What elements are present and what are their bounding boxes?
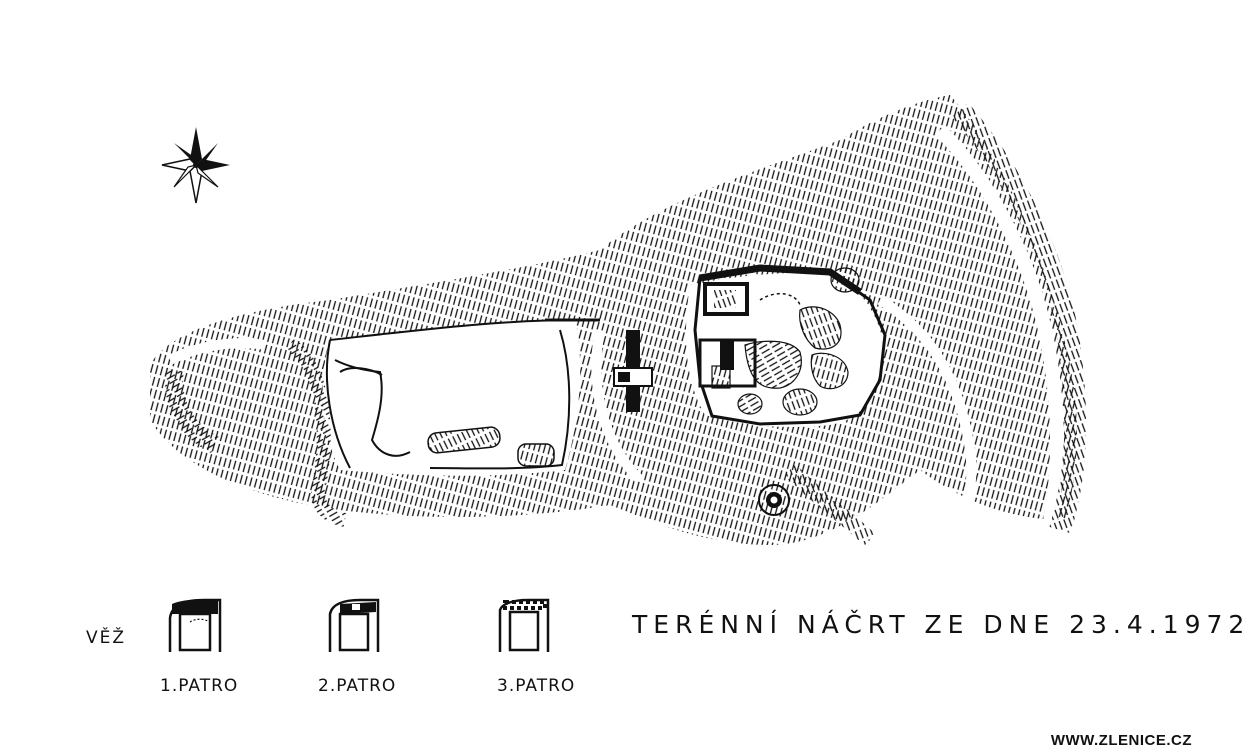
outer-bailey xyxy=(325,318,600,470)
tower-label: VĚŽ xyxy=(86,628,127,648)
compass-rose-icon xyxy=(161,127,230,204)
inner-castle xyxy=(693,264,887,426)
terrain-hatching xyxy=(150,95,1087,546)
floor-label-1: 1.PATRO xyxy=(160,676,239,696)
tower-floor-2 xyxy=(328,598,380,652)
outer-bailey-building xyxy=(427,426,555,467)
gate-tower xyxy=(613,330,653,412)
floor-label-3: 3.PATRO xyxy=(497,676,576,696)
castle-terrain-sketch xyxy=(150,95,1087,652)
tower-floor-1 xyxy=(168,598,222,652)
well-icon xyxy=(758,484,790,516)
website-credit: WWW.ZLENICE.CZ xyxy=(1050,732,1192,749)
sketch-title: TERÉNNÍ NÁČRT ZE DNE 23.4.1972 xyxy=(632,610,1250,639)
floor-label-2: 2.PATRO xyxy=(318,676,397,696)
tower-floor-3 xyxy=(498,598,550,652)
